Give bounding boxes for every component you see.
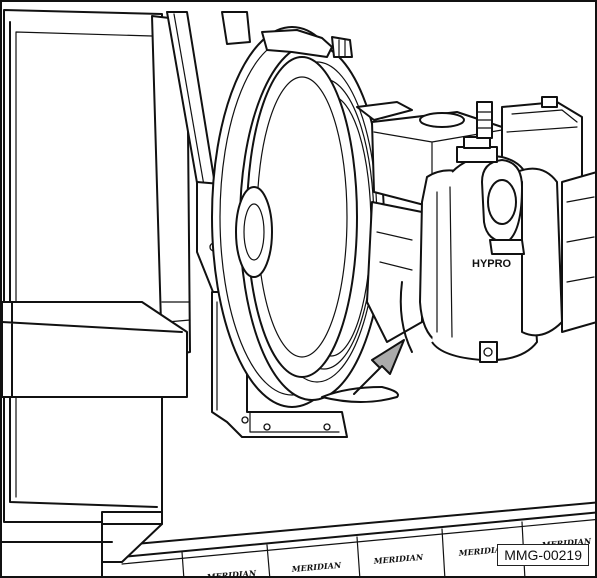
- tank-label-2: MERIDIAN: [290, 560, 342, 574]
- pump: HYPRO: [399, 101, 563, 363]
- tank-rail: MERIDIAN MERIDIAN MERIDIAN MERIDIAN MERI…: [2, 501, 595, 578]
- left-tank: [2, 9, 191, 525]
- tank-label-4: MERIDIAN: [457, 544, 509, 558]
- tank-label-3: MERIDIAN: [372, 552, 424, 566]
- document-id-label: MMG-00219: [497, 544, 589, 566]
- callout-arrow: [353, 339, 405, 395]
- tank-label-1: MERIDIAN: [205, 568, 257, 578]
- pump-brand-label: HYPRO: [472, 258, 512, 270]
- hose-reel: [211, 11, 399, 408]
